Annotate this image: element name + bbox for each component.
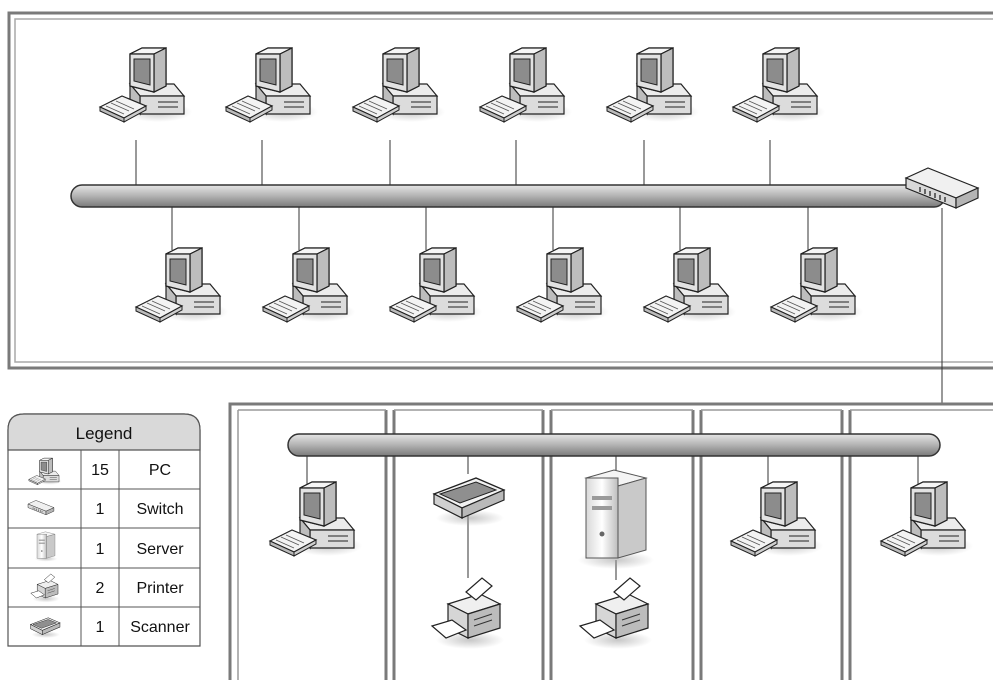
legend: Legend 15 1 1 2 1 PC Switch Server Print… (7, 413, 201, 647)
legend-label-switch: Switch (136, 501, 183, 518)
bottom-bus-cable (287, 433, 941, 457)
legend-label-printer: Printer (136, 580, 184, 597)
legend-server-icon (34, 531, 58, 562)
legend-label-scanner: Scanner (130, 619, 190, 636)
legend-count-switch: 1 (96, 501, 105, 518)
legend-count-server: 1 (96, 541, 105, 558)
legend-header (7, 413, 201, 451)
bottom-network-panel (228, 402, 993, 680)
legend-count-printer: 2 (96, 580, 105, 597)
bottom-row-drop-lines (171, 206, 809, 250)
legend-count-scanner: 1 (96, 619, 105, 636)
legend-count-pc: 15 (91, 462, 109, 479)
legend-title: Legend (76, 424, 133, 443)
legend-label-pc: PC (149, 462, 171, 479)
legend-label-server: Server (136, 541, 184, 558)
top-row-drop-lines (135, 140, 771, 186)
server-device (577, 469, 655, 570)
top-bus-cable (70, 184, 946, 208)
top-network-panel (7, 11, 993, 370)
